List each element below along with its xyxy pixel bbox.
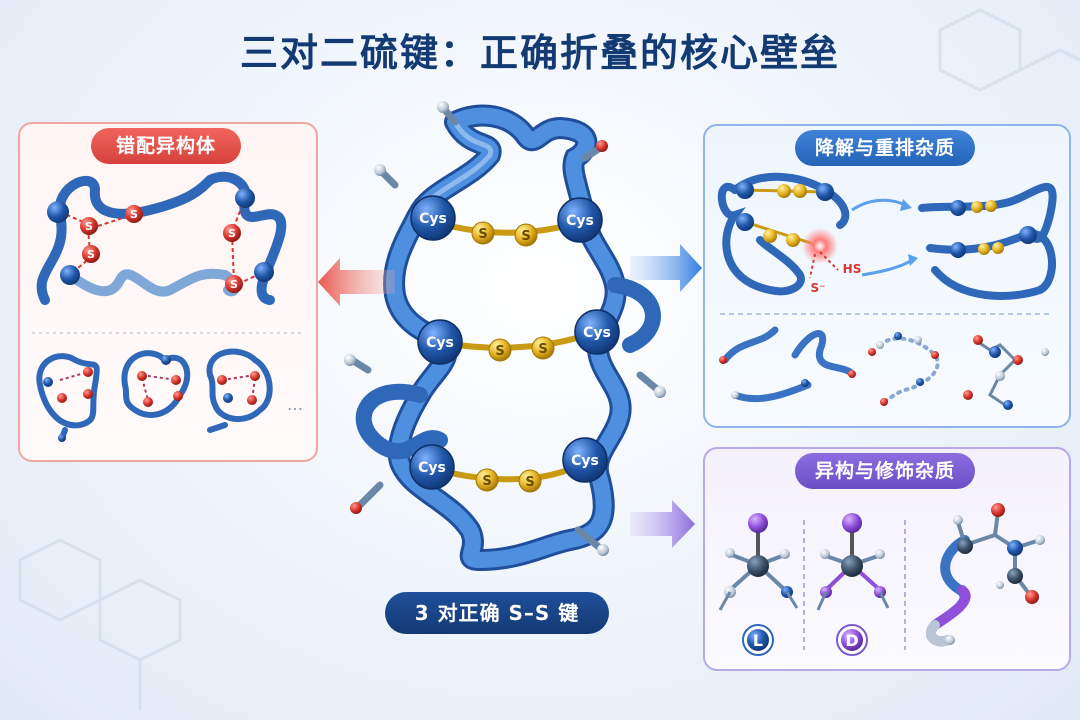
- mismatched-sulfur: S: [82, 245, 100, 263]
- mismatched-sulfur: S: [125, 205, 143, 223]
- mismatched-sulfur: S: [225, 275, 243, 293]
- svg-text:Cys: Cys: [418, 460, 446, 476]
- cys-node: Cys: [574, 309, 620, 355]
- bond-break-spark: [802, 228, 838, 264]
- svg-text:Cys: Cys: [571, 453, 599, 469]
- thiol-label: HS: [843, 262, 862, 276]
- cys-node: Cys: [409, 444, 455, 490]
- cys-node: Cys: [417, 319, 463, 365]
- cys-node: Cys: [557, 197, 603, 243]
- svg-text:Cys: Cys: [566, 213, 594, 229]
- thiolate-label: S⁻: [811, 281, 826, 295]
- svg-text:S: S: [130, 208, 138, 221]
- rearranged-chain: [918, 182, 1057, 300]
- l-isomer-model: L: [718, 513, 799, 656]
- reduced-chain: HS S⁻: [717, 172, 862, 296]
- isomer-modification-title: 异构与修饰杂质: [795, 453, 975, 489]
- cys-node: Cys: [410, 195, 456, 241]
- correct-bonds-caption: 3 对正确 S–S 键: [385, 592, 609, 634]
- degradation-impurities-panel: [703, 124, 1071, 428]
- svg-text:S: S: [230, 278, 238, 291]
- correct-folded-peptide: S S S S S S Cys Cys: [344, 101, 666, 572]
- svg-text:S: S: [85, 220, 93, 233]
- svg-text:Cys: Cys: [583, 325, 611, 341]
- more-variants-ellipsis: …: [287, 395, 303, 414]
- svg-text:S: S: [87, 248, 95, 261]
- arrow-to-mismatched-isomers: [318, 258, 395, 306]
- sulfur-label: S: [478, 227, 487, 242]
- svg-text:S: S: [228, 227, 236, 240]
- d-label: D: [845, 631, 858, 650]
- fragment-impurities: [719, 326, 1049, 410]
- degradation-impurities-title: 降解与重排杂质: [795, 130, 975, 166]
- modified-residue-model: [926, 503, 1045, 647]
- sulfur-label: S: [495, 344, 504, 359]
- mismatched-isomer-variants: …: [36, 348, 303, 442]
- disulfide-bond-3: S S: [431, 459, 587, 493]
- l-label: L: [753, 631, 763, 650]
- d-isomer-model: D: [816, 513, 890, 656]
- background-network: [18, 8, 1080, 710]
- sulfur-label: S: [521, 229, 530, 244]
- sulfur-label: S: [538, 342, 547, 357]
- svg-text:Cys: Cys: [426, 335, 454, 351]
- arrow-to-isomer-impurities: [630, 500, 695, 548]
- disulfide-bond-2: S S: [439, 329, 598, 362]
- sulfur-label: S: [482, 474, 491, 489]
- mismatched-sulfur: S: [80, 217, 98, 235]
- page-title: 三对二硫键：正确折叠的核心壁垒: [239, 31, 840, 75]
- mismatched-isomer-main: S S S S S: [36, 171, 287, 305]
- svg-text:Cys: Cys: [419, 211, 447, 227]
- arrow-to-degradation-impurities: [630, 244, 702, 292]
- sulfur-label: S: [525, 475, 534, 490]
- side-chain-stubs: [344, 101, 666, 556]
- mismatched-isomers-title: 错配异构体: [91, 128, 241, 164]
- cys-node: Cys: [562, 437, 608, 483]
- mismatched-sulfur: S: [223, 224, 241, 242]
- rearrangement-arrows: [851, 198, 918, 277]
